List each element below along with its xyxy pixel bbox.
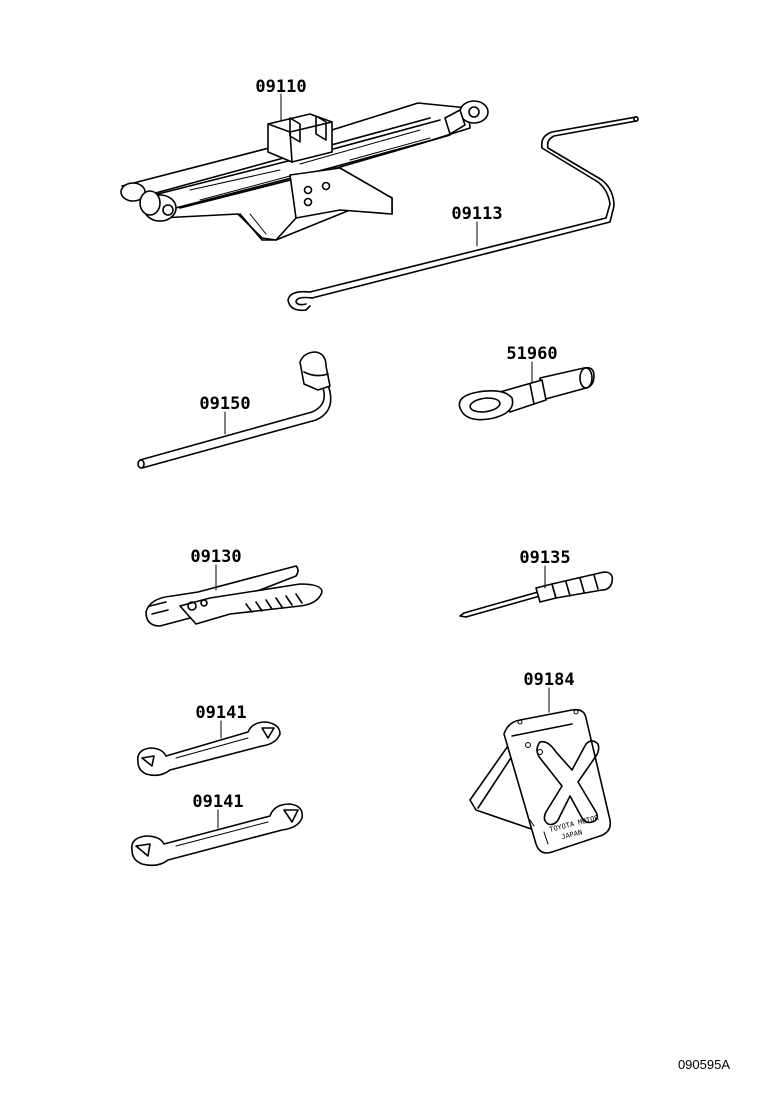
jack-handle-drawing bbox=[287, 116, 639, 312]
pliers-part-number: 09130 bbox=[190, 547, 241, 567]
towing-eye-drawing bbox=[458, 366, 595, 421]
towing-eye-part-number: 51960 bbox=[506, 344, 557, 364]
jack-part-number: 09110 bbox=[255, 77, 306, 97]
pliers-drawing bbox=[145, 565, 323, 627]
wheel-nut-wrench-drawing bbox=[137, 351, 332, 469]
jack-handle-part-number: 09113 bbox=[451, 204, 502, 224]
wrench-lower-drawing bbox=[130, 803, 304, 867]
wrench-upper-part-number: 09141 bbox=[195, 703, 246, 723]
jack-drawing bbox=[120, 100, 489, 241]
wrench-upper-drawing bbox=[136, 721, 281, 777]
wheel-chock-drawing: TOYOTA MOTOR JAPAN bbox=[469, 708, 612, 854]
figure-code: 090595A bbox=[678, 1057, 730, 1072]
wrench-lower-part-number: 09141 bbox=[192, 792, 243, 812]
wheel-nut-wrench-part-number: 09150 bbox=[199, 394, 250, 414]
screwdriver-drawing bbox=[459, 571, 614, 618]
screwdriver-part-number: 09135 bbox=[519, 548, 570, 568]
wheel-chock-part-number: 09184 bbox=[523, 670, 574, 690]
